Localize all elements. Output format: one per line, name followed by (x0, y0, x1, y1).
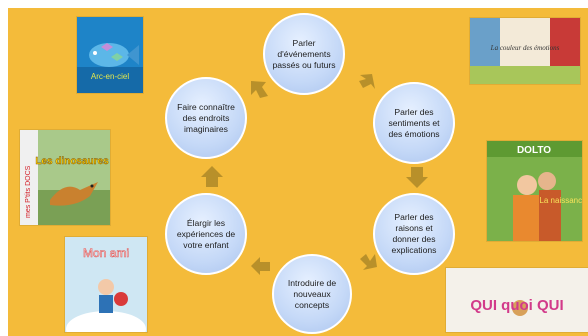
book-cover-mon-ami: Mon ami (65, 237, 147, 332)
book-title-mon-ami: Mon ami (83, 246, 129, 260)
node-raisons-label: Parler des raisons et donner des explica… (391, 212, 437, 255)
book-series-naissance: DOLTO (517, 145, 551, 156)
book-cover-couleur-des-emotions: La couleur des émotions (470, 18, 580, 84)
node-evenements-label: Parler d'événements passés ou futurs (272, 37, 336, 70)
node-concepts-label: Introduire de nouveaux concepts (287, 277, 337, 310)
book-title-arc-en-ciel: Arc-en-ciel (91, 72, 129, 81)
node-imaginaires-label: Faire connaître des endroits imaginaires (177, 101, 235, 134)
node-experiences: Élargir les expériences de votre enfant (165, 193, 247, 275)
book-title-dinosaures: Les dinosaures (35, 156, 109, 167)
node-sentiments-label: Parler des sentiments et des émotions (388, 106, 440, 139)
node-raisons: Parler des raisons et donner des explica… (373, 193, 455, 275)
arrow-bottom-to-left-icon (251, 257, 270, 275)
node-experiences-label: Élargir les expériences de votre enfant (176, 217, 236, 250)
arrow-right-down-icon (406, 167, 428, 188)
arrow-right-to-bottom-icon (360, 254, 377, 270)
book-title-qui-quoi-qui: QUI quoi QUI (470, 297, 563, 314)
node-concepts: Introduire de nouveaux concepts (272, 254, 352, 334)
book-title-naissance: La naissance (539, 196, 582, 205)
book-series-dinosaures: mes P'tits DOCS (25, 165, 32, 218)
book-cover-arc-en-ciel: Arc-en-ciel (77, 17, 143, 93)
book-title-couleur: La couleur des émotions (490, 44, 560, 52)
node-sentiments: Parler des sentiments et des émotions (373, 82, 455, 164)
node-evenements: Parler d'événements passés ou futurs (263, 13, 345, 95)
node-imaginaires: Faire connaître des endroits imaginaires (165, 77, 247, 159)
book-cover-dinosaures: mes P'tits DOCS Les dinosaures (20, 130, 110, 225)
book-cover-naissance: DOLTO La naissance (487, 141, 582, 241)
book-cover-qui-quoi-qui: QUI quoi QUI (446, 268, 588, 332)
arrow-left-up-icon (201, 166, 223, 187)
arrow-top-to-right-icon (359, 74, 375, 89)
arrow-left-to-top-icon (251, 81, 268, 98)
